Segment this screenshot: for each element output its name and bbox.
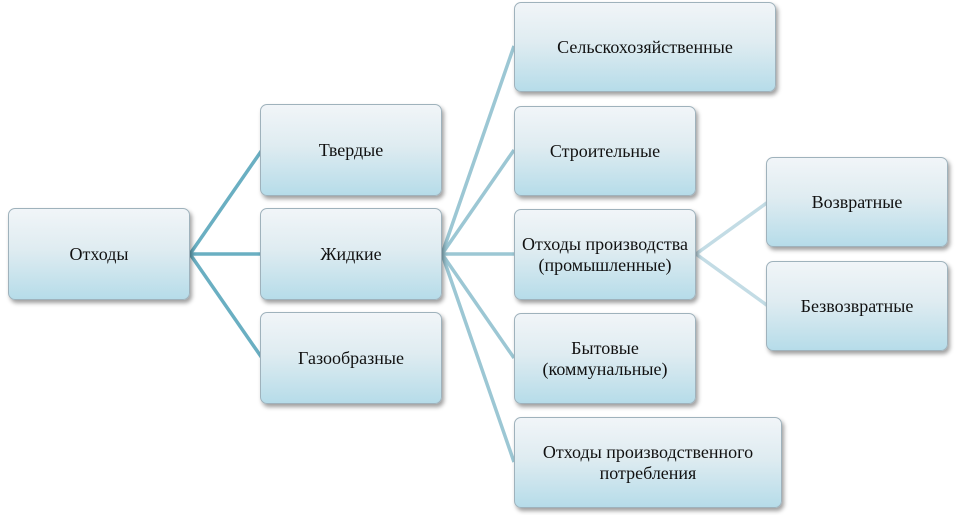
node-label: Бытовые (коммунальные) xyxy=(542,337,668,379)
connector-root-solid xyxy=(188,149,264,255)
node-label: Отходы производства (промышленные) xyxy=(522,233,688,275)
node-construction: Строительные xyxy=(514,106,696,196)
node-label: Жидкие xyxy=(320,243,382,264)
node-label: Сельскохозяйственные xyxy=(557,36,733,57)
node-label: Отходы xyxy=(69,243,129,264)
node-nonreturnable: Безвозвратные xyxy=(766,261,948,351)
node-production-consumption: Отходы производственного потребления xyxy=(514,417,782,508)
node-gaseous: Газообразные xyxy=(260,312,442,404)
connector-liquid-agricultural xyxy=(440,45,516,255)
node-returnable: Возвратные xyxy=(766,157,948,247)
node-waste-root: Отходы xyxy=(8,208,190,300)
connector-liquid-construction xyxy=(440,149,516,255)
connector-production-nonreturnable xyxy=(694,252,770,308)
node-label: Отходы производственного потребления xyxy=(542,441,754,483)
connector-root-gaseous xyxy=(188,253,264,359)
node-label: Газообразные xyxy=(298,347,404,368)
node-label: Возвратные xyxy=(811,191,903,212)
node-production-waste: Отходы производства (промышленные) xyxy=(514,209,696,300)
node-household: Бытовые (коммунальные) xyxy=(514,313,696,404)
node-label: Безвозвратные xyxy=(800,295,914,316)
node-agricultural: Сельскохозяйственные xyxy=(514,2,776,92)
connector-liquid-consumption xyxy=(440,253,516,463)
connector-production-returnable xyxy=(694,200,770,256)
node-label: Твердые xyxy=(318,139,384,160)
connector-liquid-household xyxy=(440,253,516,359)
node-liquid: Жидкие xyxy=(260,208,442,300)
node-label: Строительные xyxy=(549,140,661,161)
node-solid: Твердые xyxy=(260,104,442,196)
